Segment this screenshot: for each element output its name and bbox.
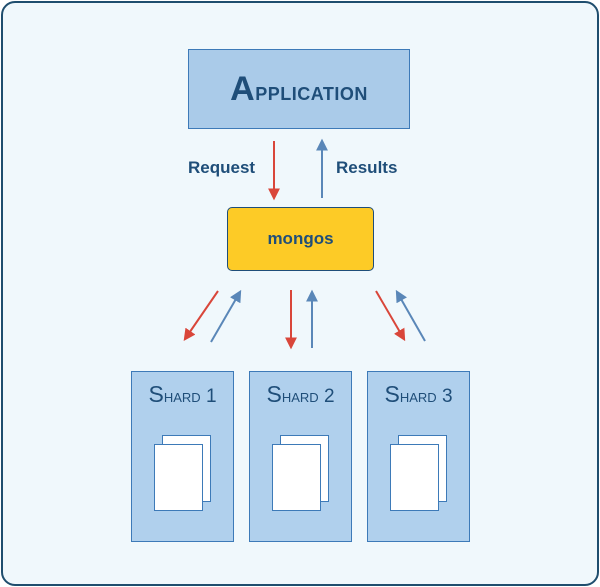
results-label: Results <box>336 158 398 177</box>
application-label: Application <box>230 69 368 108</box>
mongos-label: mongos <box>267 229 334 248</box>
shard-2-box: Shard 2 <box>249 371 352 542</box>
document-icon <box>272 444 321 511</box>
mongos-box: mongos <box>227 207 374 271</box>
shard-1-label: Shard 1 <box>148 381 217 407</box>
request-label: Request <box>188 158 256 177</box>
shard-3-box: Shard 3 <box>367 371 470 542</box>
shard-1-box: Shard 1 <box>131 371 234 542</box>
document-icon <box>390 444 439 511</box>
shard-3-label: Shard 3 <box>384 381 453 407</box>
application-box: Application <box>188 49 410 129</box>
shard-2-label: Shard 2 <box>266 381 335 407</box>
document-icon <box>154 444 203 511</box>
